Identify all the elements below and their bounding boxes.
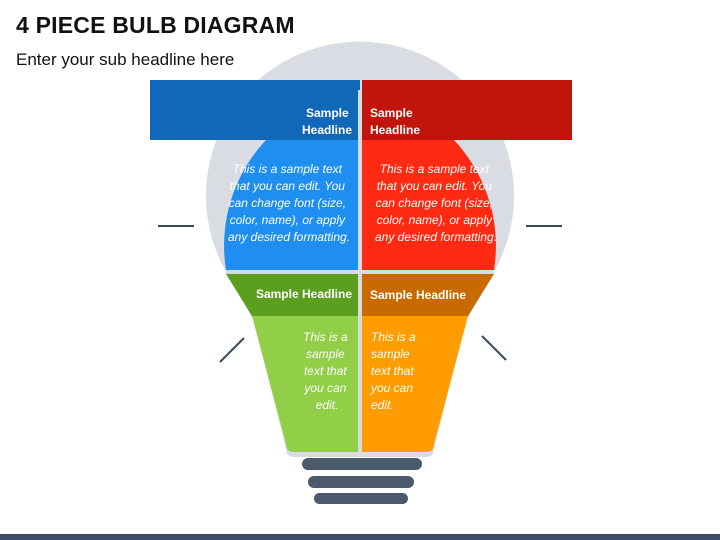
headline-top-right: Sample Headline: [370, 106, 420, 137]
ray-lower-right: [481, 335, 507, 361]
body-line: sample: [371, 347, 410, 361]
bulb-base: [302, 458, 422, 504]
body-bottom-right: This is a sample text that you can edit.: [370, 330, 419, 412]
body-line: sample: [306, 347, 345, 361]
body-line: This is a: [303, 330, 348, 344]
body-line: color, name), or apply: [377, 213, 493, 227]
headline-line: Sample: [370, 106, 413, 120]
quadrant-bottom-right-body: [362, 316, 468, 452]
body-line: you can: [303, 381, 346, 395]
body-line: any desired formatting.: [228, 230, 350, 244]
body-line: that you can edit. You: [377, 179, 493, 193]
quadrant-bottom-right-header: [362, 274, 494, 316]
quadrant-bottom-left-header: [226, 274, 358, 316]
body-line: text that: [304, 364, 347, 378]
body-line: can change font (size,: [376, 196, 493, 210]
body-line: This is a sample text: [380, 162, 490, 176]
headline-top-left: Sample Headline: [302, 106, 352, 137]
body-line: any desired formatting.: [375, 230, 497, 244]
body-top-left: This is a sample text that you can edit.…: [228, 162, 350, 244]
footer-bar: [0, 534, 720, 540]
quadrant-top-left-header: [150, 80, 360, 140]
page-title: 4 PIECE BULB DIAGRAM: [16, 12, 295, 38]
headline-line: Sample: [306, 106, 349, 120]
quadrant-bottom-left-body: [252, 316, 358, 452]
headline-line: Headline: [370, 123, 420, 137]
body-line: can change font (size,: [229, 196, 346, 210]
body-line: that you can edit. You: [230, 179, 346, 193]
headline-bottom-left: Sample Headline: [256, 287, 352, 301]
ray-lower-left: [219, 337, 245, 363]
headline-line: Headline: [302, 123, 352, 137]
quadrant-bottom-left: Sample Headline This is a sample text th…: [226, 274, 358, 452]
body-line: color, name), or apply: [230, 213, 346, 227]
body-line: text that: [371, 364, 414, 378]
quadrant-top-right-header: [362, 80, 572, 140]
page-subtitle: Enter your sub headline here: [16, 50, 235, 69]
body-line: This is a: [371, 330, 416, 344]
body-bottom-left: This is a sample text that you can edit.: [303, 330, 351, 412]
body-line: This is a sample text: [233, 162, 343, 176]
base-ring-3: [314, 493, 408, 504]
base-ring-2: [308, 476, 414, 488]
quadrant-bottom-right: Sample Headline This is a sample text th…: [362, 274, 494, 452]
body-line: you can: [370, 381, 413, 395]
base-ring-1: [302, 458, 422, 470]
quadrant-top-left: Sample Headline This is a sample text th…: [150, 80, 360, 270]
body-top-right: This is a sample text that you can edit.…: [375, 162, 497, 244]
quadrant-top-right: Sample Headline This is a sample text th…: [362, 80, 572, 270]
body-line: edit.: [316, 398, 339, 412]
headline-bottom-right: Sample Headline: [370, 288, 466, 302]
body-line: edit.: [371, 398, 394, 412]
